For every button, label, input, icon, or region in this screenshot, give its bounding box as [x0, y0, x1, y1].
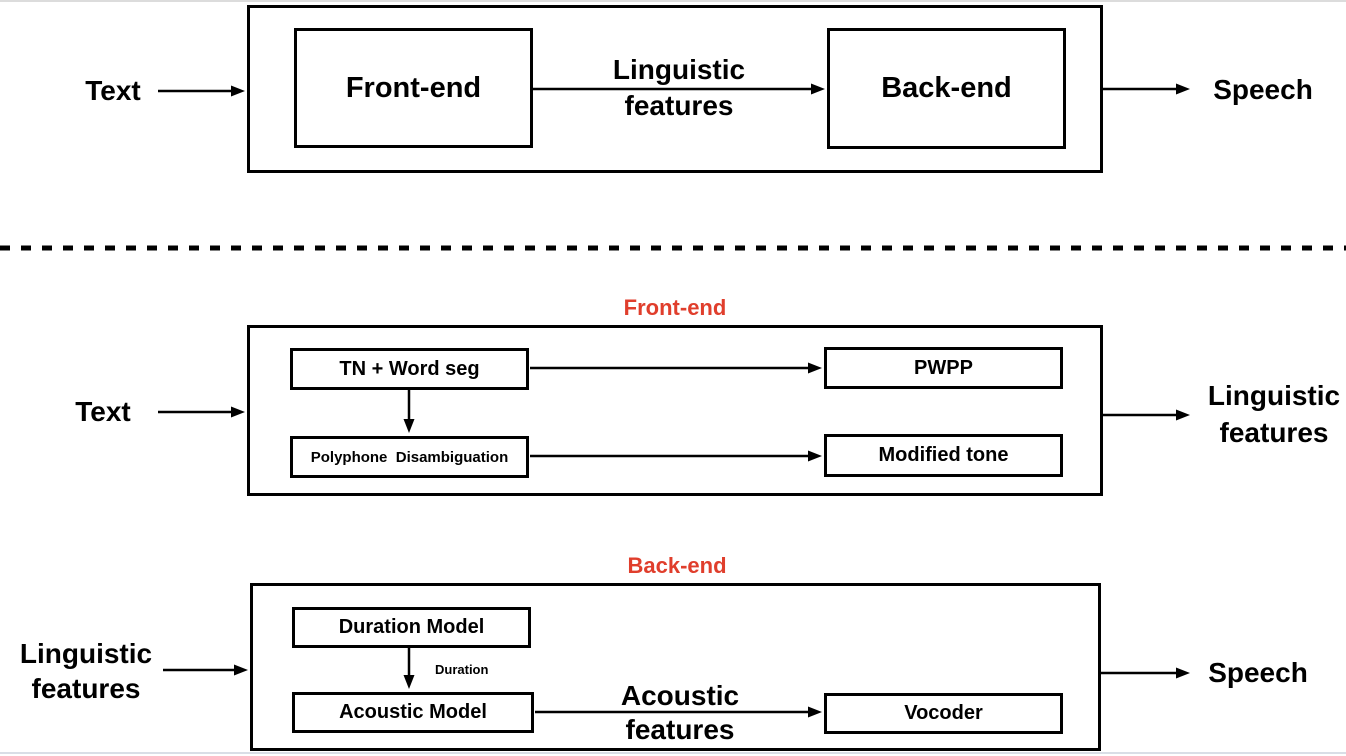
backend-output-label: Speech — [1208, 657, 1308, 688]
duration-model-box: Duration Model — [292, 607, 531, 648]
vocoder-box: Vocoder — [824, 693, 1063, 734]
modified-tone-box: Modified tone — [824, 434, 1063, 477]
overview-output-label: Speech — [1213, 74, 1313, 105]
overview-frontend-box: Front-end — [294, 28, 533, 148]
backend-outer-box — [250, 583, 1101, 751]
backend-input-label: Linguistic features — [19, 638, 153, 704]
backend-section-title: Back-end — [627, 553, 727, 578]
pwpp-box: PWPP — [824, 347, 1063, 389]
frontend-output-label: Linguistic features — [1207, 380, 1341, 448]
frontend-section-title: Front-end — [623, 295, 727, 320]
overview-arrow-label: Linguistic features — [612, 54, 746, 121]
frontend-input-label: Text — [75, 396, 131, 427]
acoustic-model-box: Acoustic Model — [292, 692, 534, 733]
top-edge-line — [0, 0, 1346, 2]
frontend-outer-box — [247, 325, 1103, 496]
bottom-edge-line — [0, 752, 1346, 754]
polyphone-disambiguation-box: Polyphone Disambiguation — [290, 436, 529, 478]
overview-backend-box: Back-end — [827, 28, 1066, 149]
overview-input-label: Text — [85, 75, 141, 106]
tn-wordseg-box: TN + Word seg — [290, 348, 529, 390]
overview-outer-box — [247, 5, 1103, 173]
acoustic-features-arrow-label: Acoustic features — [620, 680, 740, 745]
duration-arrow-label: Duration — [435, 662, 489, 677]
